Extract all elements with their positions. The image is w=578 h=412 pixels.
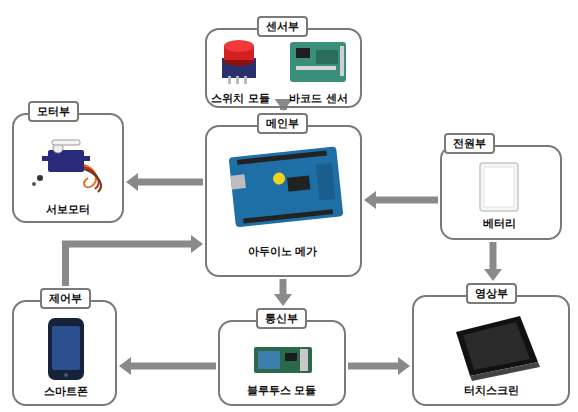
arrow-head (274, 294, 292, 306)
part-label: 터치스크린 (464, 384, 519, 398)
switch-module-icon (222, 40, 256, 84)
arrow-line (348, 363, 399, 370)
battery-icon (480, 163, 518, 211)
group-heading: 센서부 (257, 16, 308, 37)
group-box: 센서부스위치 모듈바코드 센서 (205, 28, 362, 108)
part-label: 스위치 모듈 (211, 92, 270, 106)
arrow-line (137, 179, 203, 186)
group-box: 메인부아두이노 메가 (205, 125, 362, 277)
flow-arrow (126, 173, 203, 191)
smartphone-icon (48, 318, 84, 380)
servo-motor-icon (32, 140, 101, 192)
arduino-mega-icon (229, 146, 344, 227)
part-label: 베터리 (483, 217, 516, 231)
flow-arrow (364, 191, 438, 209)
arrow-line (280, 279, 287, 295)
group-box: 전원부베터리 (440, 145, 562, 240)
group-heading: 메인부 (257, 113, 308, 134)
flow-arrow (66, 235, 204, 286)
bluetooth-module-icon (254, 347, 312, 373)
touchscreen-icon (456, 316, 540, 381)
arrow-head (191, 235, 203, 253)
group-heading: 영상부 (466, 283, 517, 304)
arrow-head (126, 173, 138, 191)
group-heading: 모터부 (28, 101, 79, 122)
arrow-head (484, 269, 502, 281)
group-box: 통신부블루투스 모듈 (218, 320, 346, 406)
arrow-head (398, 357, 410, 375)
part-label: 스마트폰 (44, 385, 88, 399)
part-label: 바코드 센서 (289, 92, 348, 106)
group-heading: 제어부 (40, 288, 91, 309)
part-label: 서보모터 (46, 203, 90, 217)
arrow-head (119, 357, 131, 375)
flow-arrow (484, 242, 502, 281)
arrow-line (375, 197, 438, 204)
group-box: 제어부스마트폰 (12, 300, 117, 406)
flow-arrow (119, 357, 216, 375)
group-box: 모터부서보모터 (12, 113, 124, 223)
arrow-line (66, 244, 193, 286)
group-box: 영상부터치스크린 (412, 295, 570, 406)
group-heading: 전원부 (444, 133, 495, 154)
arrow-line (490, 242, 497, 270)
part-label: 블루투스 모듈 (247, 384, 317, 398)
arrow-head (364, 191, 376, 209)
group-heading: 통신부 (256, 308, 307, 329)
part-label: 아두이노 메가 (248, 245, 318, 259)
arrow-line (130, 363, 216, 370)
barcode-sensor-icon (290, 42, 346, 82)
flow-arrow (348, 357, 410, 375)
flow-arrow (274, 279, 292, 306)
